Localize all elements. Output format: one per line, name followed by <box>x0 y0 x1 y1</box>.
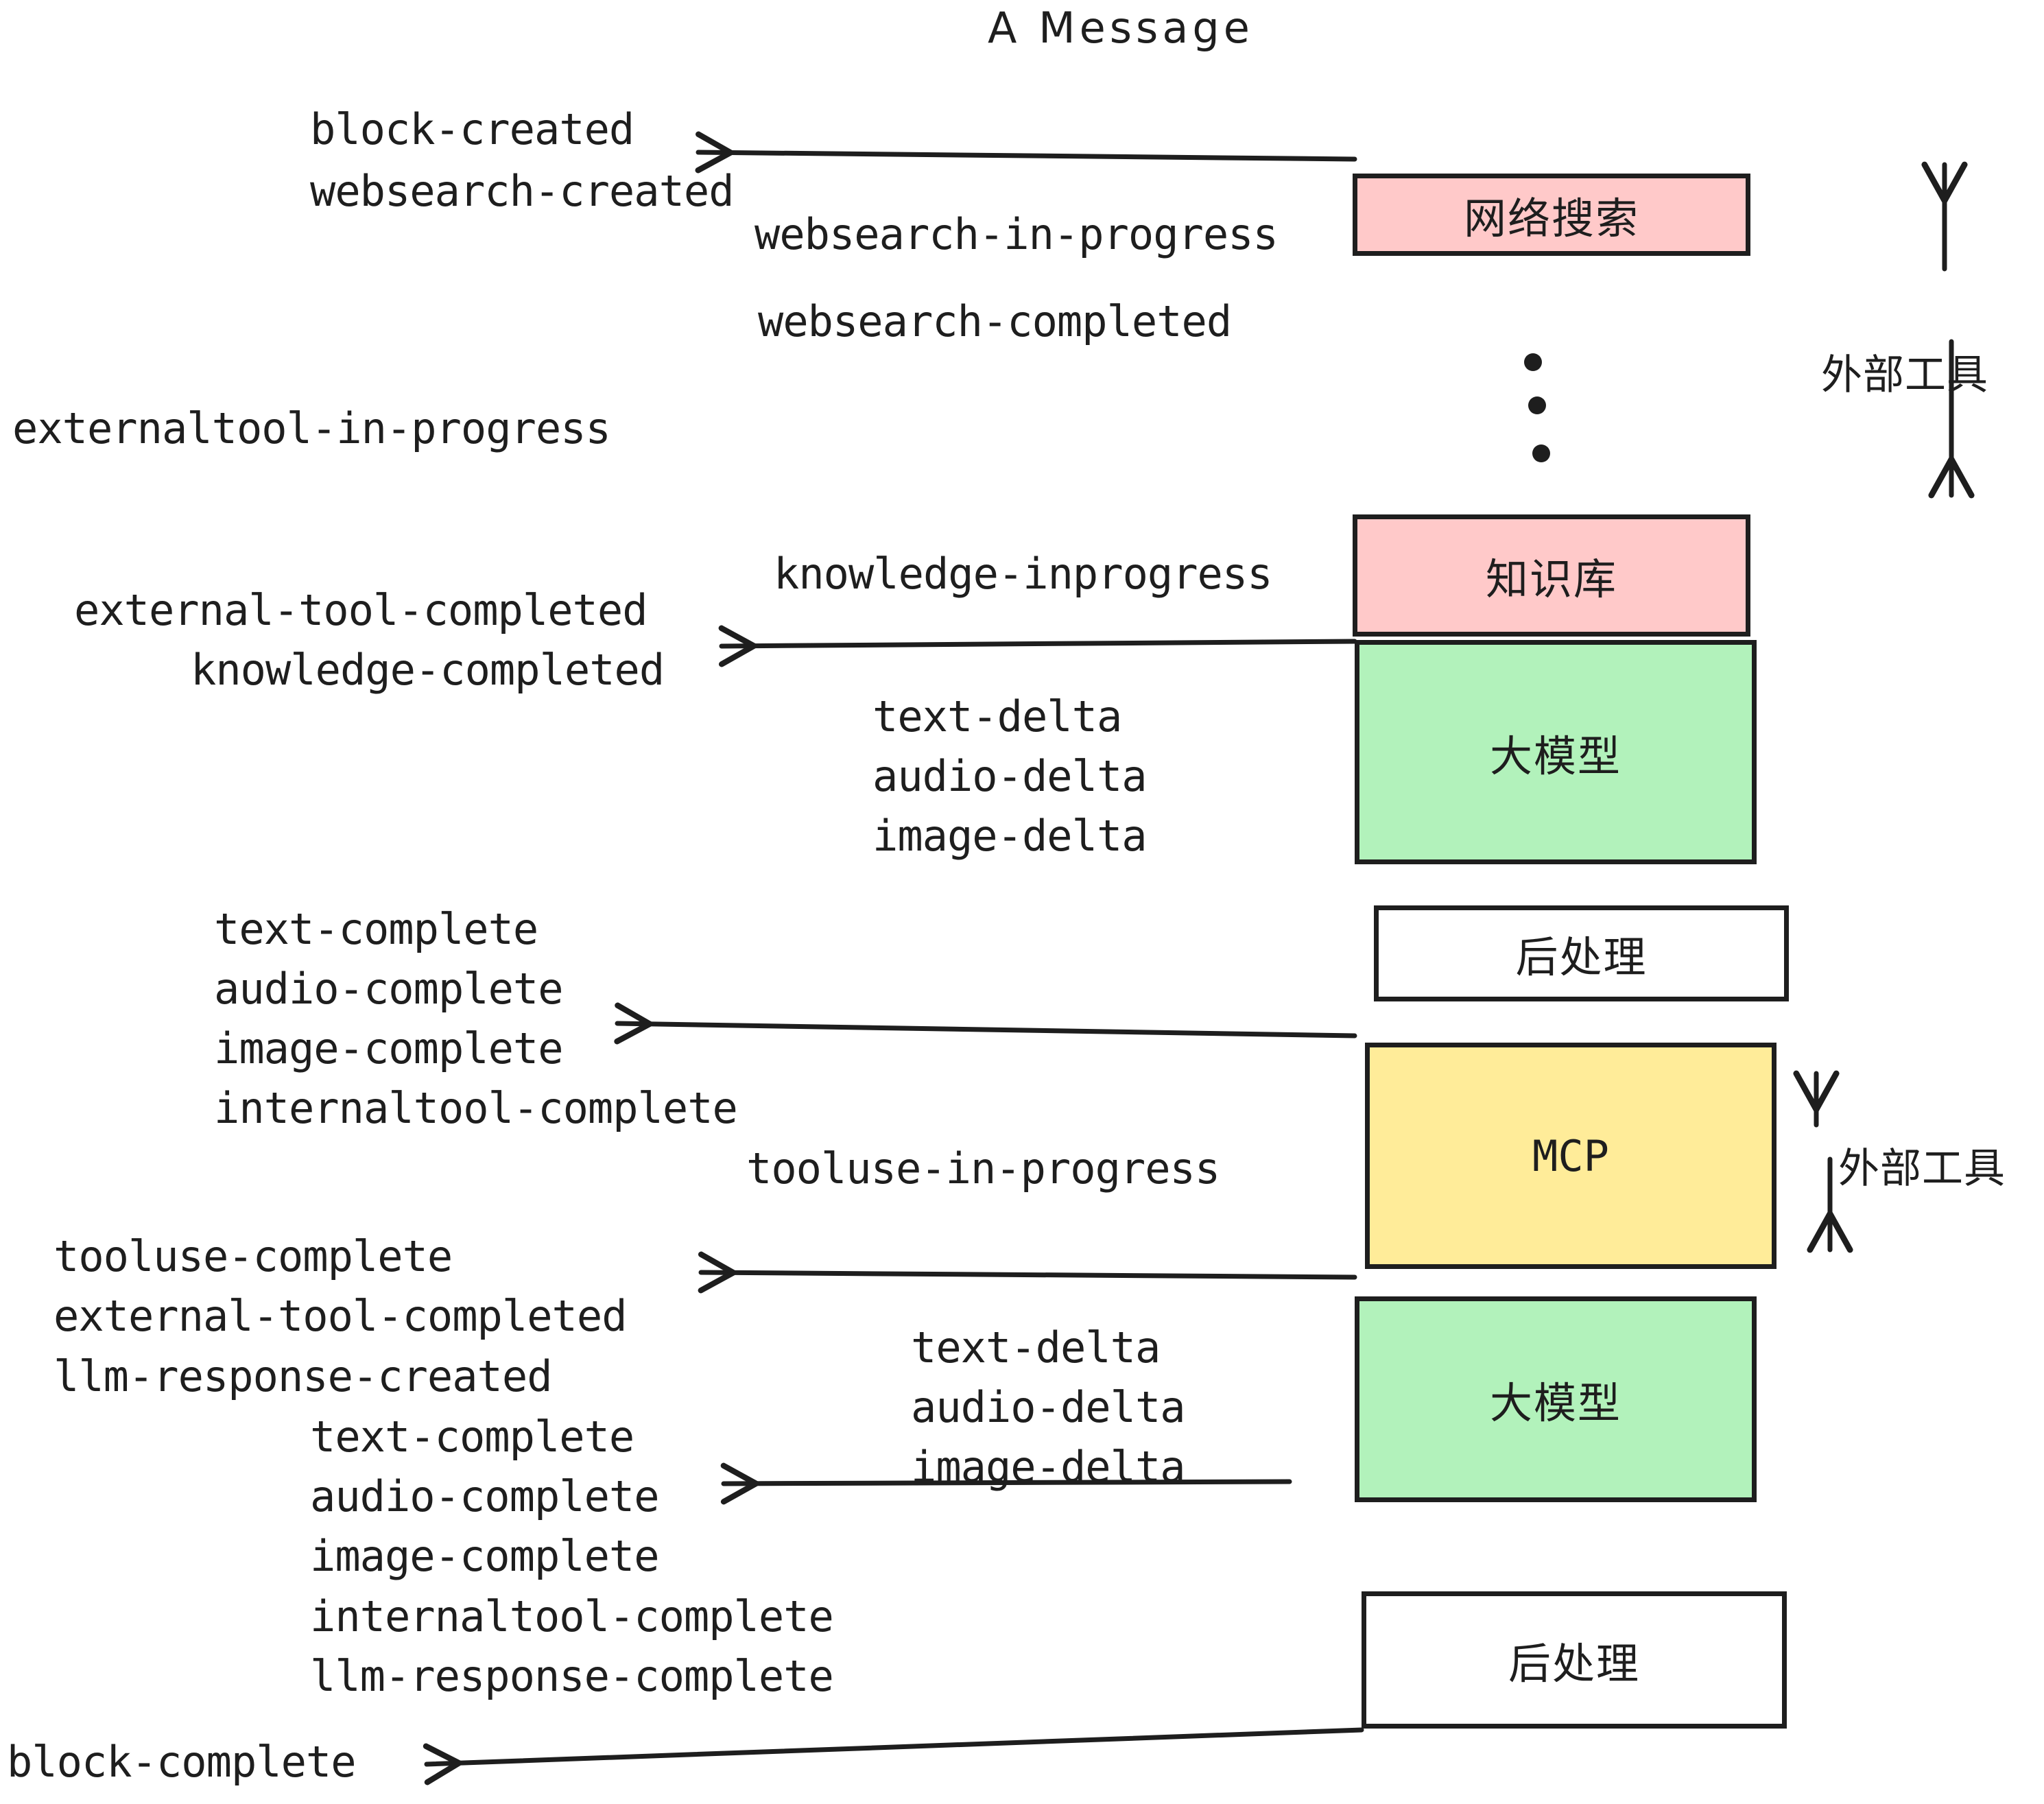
event-label-websearch-created: websearch-created <box>310 166 735 216</box>
event-label-websearch-completed: websearch-completed <box>758 296 1232 346</box>
connector-arrow-post2-to-block-complete <box>423 1727 1364 1785</box>
connector-arrow-llm1-to-image-complete <box>614 1002 1357 1045</box>
event-label-audio-complete-1: audio-complete <box>214 964 564 1014</box>
event-label-websearch-in-progress: websearch-in-progress <box>754 209 1279 259</box>
event-label-knowledge-completed: knowledge-completed <box>191 645 665 695</box>
event-label-tooluse-complete: tooluse-complete <box>54 1231 453 1281</box>
node-llm-1: 大模型 <box>1355 640 1757 864</box>
connector-arrow-websearch-to-block-created <box>695 131 1357 174</box>
event-label-llm-response-created: llm-response-created <box>54 1351 553 1401</box>
connector-arrow-knowledge-to-knowledge-completed <box>718 625 1357 667</box>
node-knowledge: 知识库 <box>1353 514 1750 637</box>
event-label-tooluse-in-progress: tooluse-in-progress <box>746 1143 1220 1194</box>
event-label-image-delta-1: image-delta <box>872 811 1148 861</box>
event-label-text-delta-2: text-delta <box>911 1322 1161 1373</box>
connector-arrow-mcp-to-tooluse-complete <box>698 1251 1357 1294</box>
page-title: A Message <box>988 3 1254 53</box>
event-label-image-complete-1: image-complete <box>214 1023 564 1073</box>
ellipsis-dot-3 <box>1532 444 1550 462</box>
event-label-image-complete-2: image-complete <box>310 1531 660 1581</box>
event-label-internaltool-complete-1: internaltool-complete <box>214 1083 738 1133</box>
event-label-internaltool-complete-2: internaltool-complete <box>310 1591 834 1641</box>
node-post-1: 后处理 <box>1374 905 1789 1001</box>
event-label-image-delta-2: image-delta <box>911 1442 1186 1492</box>
group-label-external-tools-bottom: 外部工具 <box>1838 1145 2006 1193</box>
group-label-external-tools-top: 外部工具 <box>1821 351 1988 399</box>
event-label-externaltool-in-progress: externaltool-in-progress <box>12 403 611 453</box>
event-label-external-tool-completed-1: external-tool-completed <box>74 585 648 635</box>
event-label-knowledge-inprogress: knowledge-inprogress <box>774 549 1273 599</box>
event-label-audio-delta-1: audio-delta <box>872 751 1148 801</box>
ellipsis-dot-1 <box>1524 353 1542 371</box>
node-llm-2: 大模型 <box>1355 1296 1757 1502</box>
event-label-block-complete: block-complete <box>7 1737 357 1787</box>
node-websearch: 网络搜索 <box>1353 174 1750 256</box>
event-label-text-complete-1: text-complete <box>214 904 538 954</box>
ellipsis-dot-2 <box>1528 396 1546 414</box>
event-label-block-created: block-created <box>310 104 634 154</box>
event-label-llm-response-complete: llm-response-complete <box>310 1651 834 1701</box>
node-mcp: MCP <box>1365 1043 1776 1269</box>
event-label-text-complete-2: text-complete <box>310 1412 634 1462</box>
event-label-external-tool-completed-2: external-tool-completed <box>54 1291 628 1341</box>
event-label-audio-delta-2: audio-delta <box>911 1382 1186 1432</box>
node-post-2: 后处理 <box>1362 1591 1787 1729</box>
event-label-text-delta-1: text-delta <box>872 691 1122 741</box>
event-label-audio-complete-2: audio-complete <box>310 1471 660 1521</box>
